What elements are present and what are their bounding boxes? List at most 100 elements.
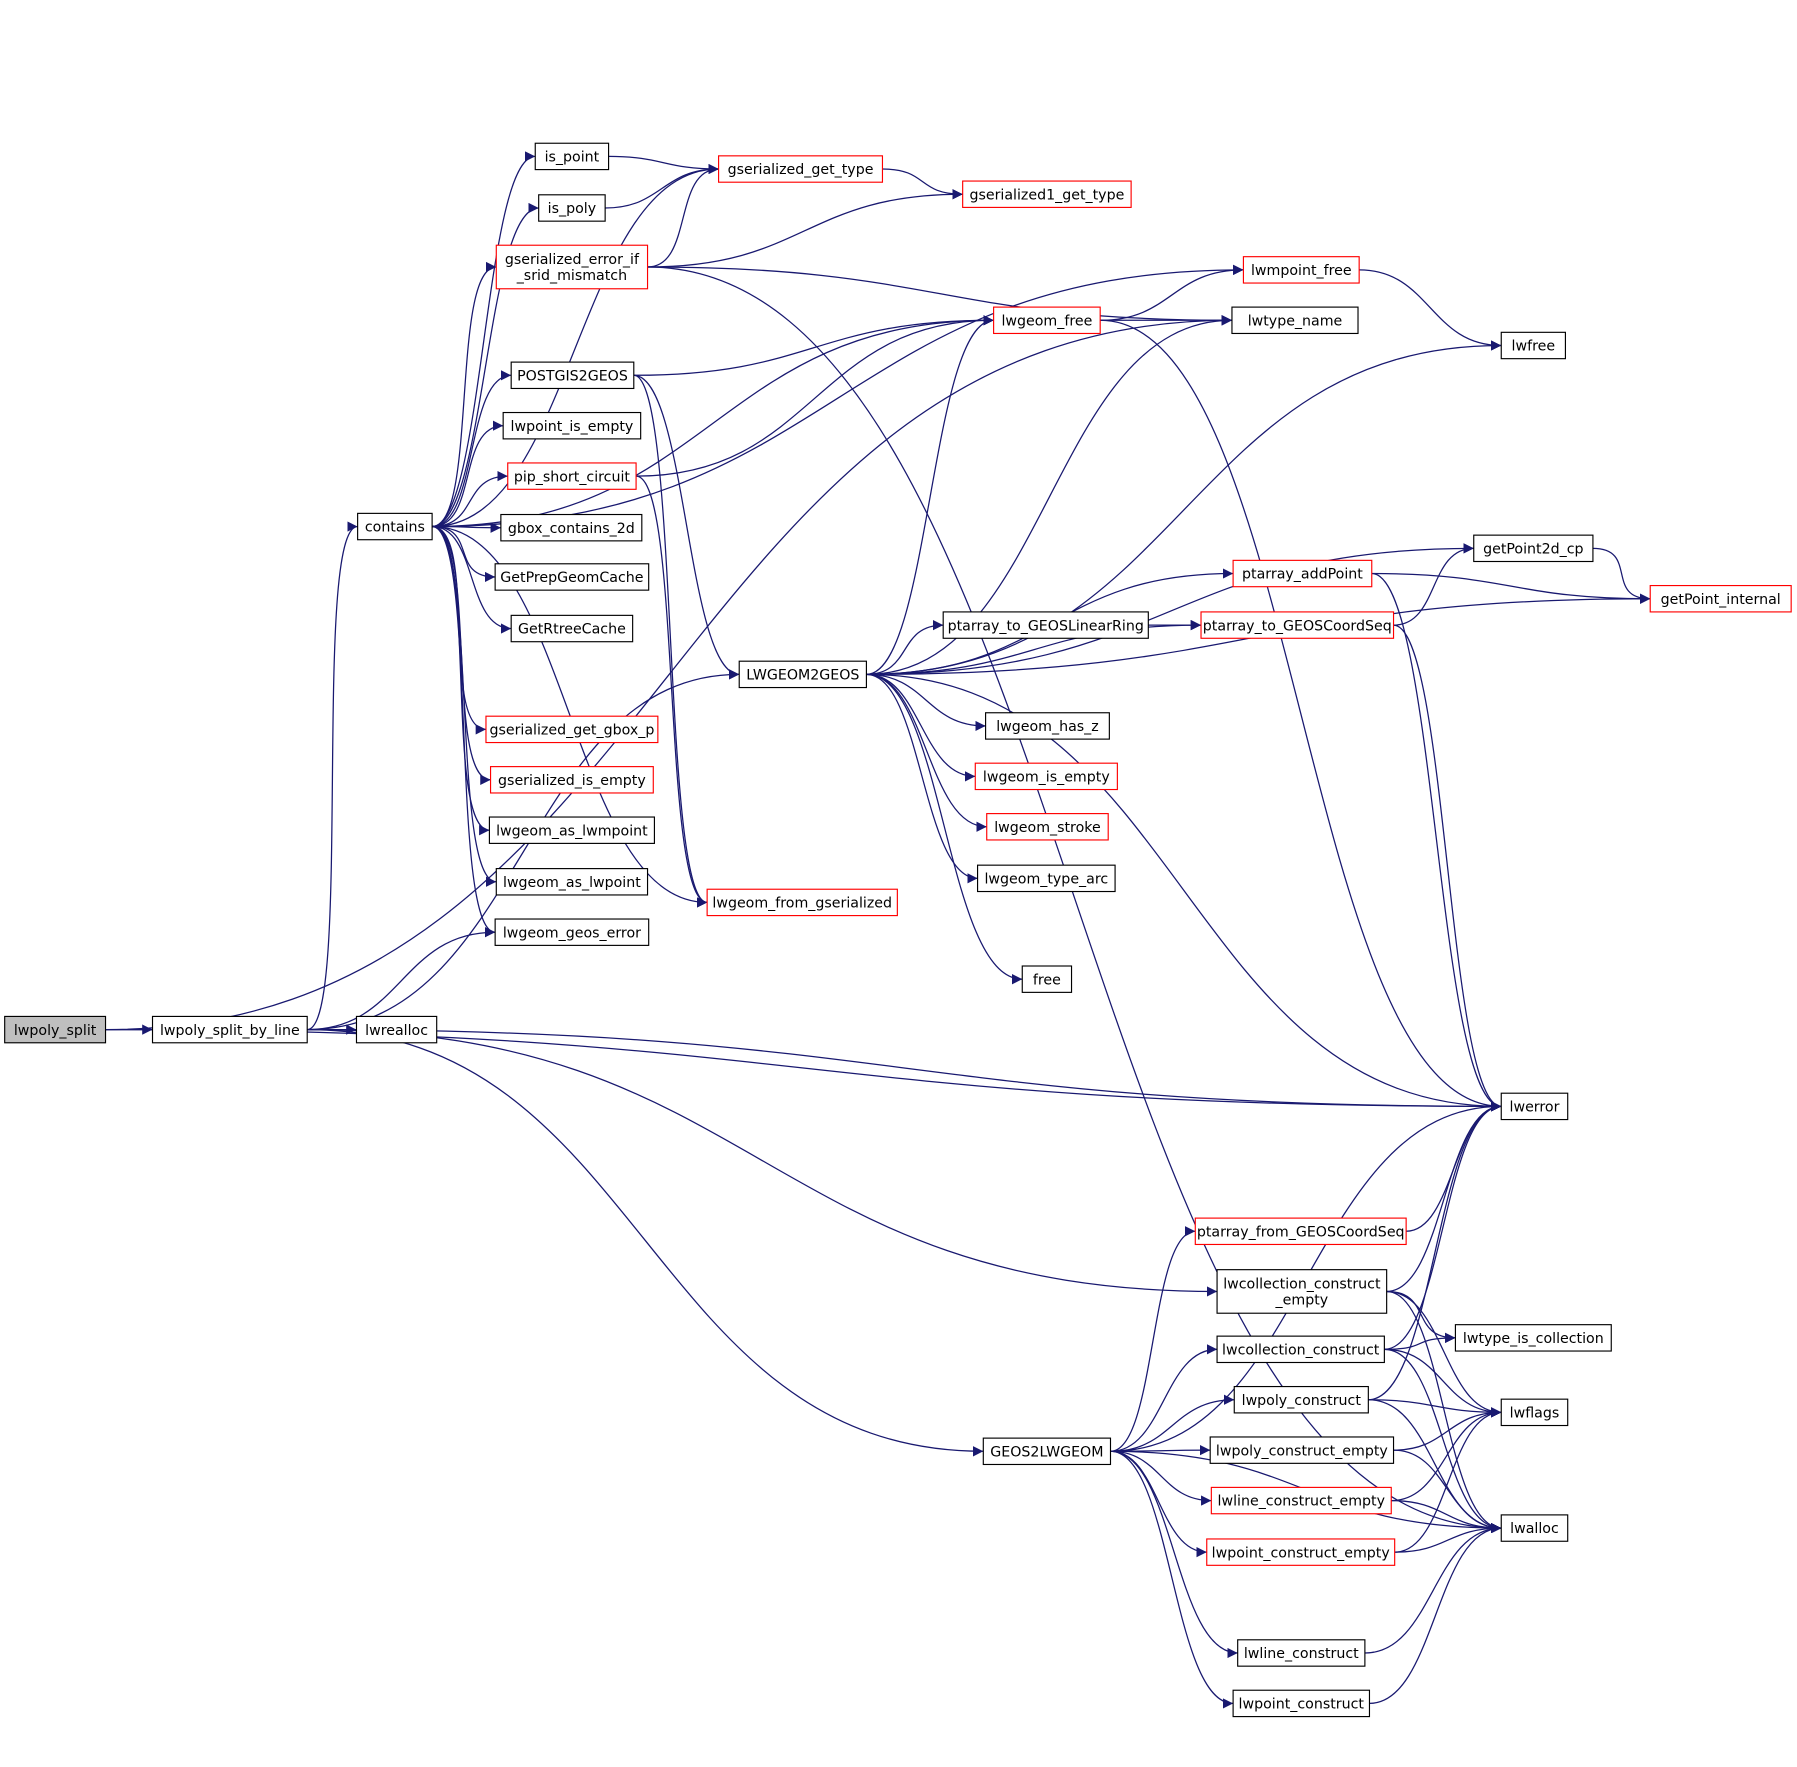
node-GetRtreeCache[interactable]: GetRtreeCache <box>510 614 634 643</box>
node-label: gserialized_get_type <box>728 162 874 178</box>
edge-lwcollection_construct_empty-to-lwalloc <box>1386 1290 1502 1534</box>
edge-lwcollection_construct-to-lwflags <box>1384 1348 1502 1418</box>
node-lwgeom_type_arc[interactable]: lwgeom_type_arc <box>976 864 1116 893</box>
node-box <box>1216 1269 1388 1314</box>
node-is_point[interactable]: is_point <box>534 142 610 171</box>
node-label: getPoint2d_cp <box>1483 541 1583 557</box>
node-lwpoly_split_by_line[interactable]: lwpoly_split_by_line <box>151 1015 308 1044</box>
node-gserialized_is_empty[interactable]: gserialized_is_empty <box>489 766 654 794</box>
node-lwcollection_construct_empty[interactable]: lwcollection_construct_empty <box>1216 1269 1388 1314</box>
node-lwgeom_as_lwpoint[interactable]: lwgeom_as_lwpoint <box>495 868 649 896</box>
edge-contains-to-GetPrepGeomCache <box>432 525 496 583</box>
node-box <box>495 244 649 290</box>
node-lwtype_is_collection[interactable]: lwtype_is_collection <box>1454 1324 1612 1352</box>
edge-LWGEOM2GEOS-to-getPoint2d_cp <box>866 543 1474 676</box>
node-lwline_construct_empty[interactable]: lwline_construct_empty <box>1210 1486 1392 1515</box>
edge-lwgeom_free-to-lwmpoint_free <box>1100 264 1244 321</box>
node-ptarray_addPoint[interactable]: ptarray_addPoint <box>1232 559 1373 588</box>
node-gserialized1_get_type[interactable]: gserialized1_get_type <box>962 180 1132 208</box>
edge-lwpoly_construct_empty-to-lwalloc <box>1393 1449 1502 1534</box>
edge-LWGEOM2GEOS-to-ptarray_to_GEOSLinearRing <box>866 619 944 676</box>
node-lwgeom_stroke[interactable]: lwgeom_stroke <box>986 813 1109 841</box>
node-label: lwgeom_stroke <box>994 820 1100 836</box>
node-lwmpoint_free[interactable]: lwmpoint_free <box>1242 256 1360 284</box>
node-contains[interactable]: contains <box>357 512 433 541</box>
node-box <box>1233 1385 1369 1414</box>
node-lwalloc[interactable]: lwalloc <box>1500 1514 1569 1542</box>
node-label: lwpoly_split_by_line <box>160 1023 300 1039</box>
node-box <box>1454 1324 1612 1352</box>
edges-layer <box>105 151 1651 1709</box>
node-lwpoly_split[interactable]: lwpoly_split <box>4 1015 107 1044</box>
node-lwcollection_construct[interactable]: lwcollection_construct <box>1216 1335 1385 1364</box>
node-label: lwtype_name <box>1248 313 1343 329</box>
node-box <box>507 462 637 490</box>
node-getPoint_internal[interactable]: getPoint_internal <box>1649 584 1792 613</box>
node-GEOS2LWGEOM[interactable]: GEOS2LWGEOM <box>982 1437 1112 1466</box>
node-gserialized_get_gbox_p[interactable]: gserialized_get_gbox_p <box>485 715 659 744</box>
node-lwflags[interactable]: lwflags <box>1500 1398 1569 1427</box>
node-lwpoint_construct[interactable]: lwpoint_construct <box>1232 1689 1371 1718</box>
node-gserialized_get_type[interactable]: gserialized_get_type <box>718 155 884 183</box>
node-label: lwrealloc <box>365 1023 428 1039</box>
node-lwpoly_construct[interactable]: lwpoly_construct <box>1233 1385 1369 1414</box>
node-label: lwgeom_is_empty <box>983 770 1110 786</box>
edge-is_point-to-gserialized_get_type <box>608 155 719 175</box>
node-box <box>942 611 1149 639</box>
edge-LWGEOM2GEOS-to-lwerror <box>866 673 1502 1112</box>
node-lwpoly_construct_empty[interactable]: lwpoly_construct_empty <box>1209 1436 1395 1464</box>
node-lwgeom_geos_error[interactable]: lwgeom_geos_error <box>494 918 650 946</box>
edge-lwline_construct-to-lwalloc <box>1364 1522 1502 1654</box>
node-box <box>489 766 654 794</box>
node-ptarray_to_GEOSLinearRing[interactable]: ptarray_to_GEOSLinearRing <box>942 611 1149 639</box>
node-box <box>1232 559 1373 588</box>
edge-contains-to-pip_short_circuit <box>432 470 508 528</box>
edge-contains-to-lwpoint_is_empty <box>432 420 504 528</box>
node-ptarray_to_GEOSCoordSeq[interactable]: ptarray_to_GEOSCoordSeq <box>1200 611 1395 639</box>
node-label: lwpoint_is_empty <box>511 419 634 435</box>
node-lwgeom_free[interactable]: lwgeom_free <box>993 306 1101 335</box>
node-label: lwtype_is_collection <box>1463 1331 1604 1347</box>
node-label: lwgeom_geos_error <box>503 925 641 941</box>
node-lwline_construct[interactable]: lwline_construct <box>1237 1639 1366 1667</box>
node-gbox_contains_2d[interactable]: gbox_contains_2d <box>500 513 643 542</box>
node-lwpoint_is_empty[interactable]: lwpoint_is_empty <box>502 411 642 440</box>
node-is_poly[interactable]: is_poly <box>538 194 606 222</box>
edge-contains-to-is_poly <box>432 202 539 528</box>
node-POSTGIS2GEOS[interactable]: POSTGIS2GEOS <box>510 361 635 390</box>
node-lwgeom_has_z[interactable]: lwgeom_has_z <box>985 712 1110 740</box>
edge-ptarray_addPoint-to-lwerror <box>1371 572 1502 1112</box>
node-label: gserialized_error_if <box>505 252 640 268</box>
node-getPoint2d_cp[interactable]: getPoint2d_cp <box>1473 534 1594 563</box>
node-lwfree[interactable]: lwfree <box>1500 331 1566 360</box>
node-box <box>985 712 1110 740</box>
node-box <box>738 660 867 689</box>
node-box <box>488 816 655 844</box>
node-ptarray_from_GEOSCoordSeq[interactable]: ptarray_from_GEOSCoordSeq <box>1194 1217 1407 1246</box>
node-lwtype_name[interactable]: lwtype_name <box>1231 306 1359 335</box>
edge-contains-to-gbox_contains_2d <box>432 522 501 533</box>
node-box <box>1242 256 1360 284</box>
node-box <box>1210 1486 1392 1515</box>
node-lwgeom_as_lwmpoint[interactable]: lwgeom_as_lwmpoint <box>488 816 655 844</box>
edge-lwpoly_construct_empty-to-lwflags <box>1393 1407 1502 1451</box>
node-lwerror[interactable]: lwerror <box>1500 1092 1569 1121</box>
node-lwrealloc[interactable]: lwrealloc <box>355 1015 438 1044</box>
node-lwpoint_construct_empty[interactable]: lwpoint_construct_empty <box>1206 1538 1396 1566</box>
edge-gserialized_get_type-to-gserialized1_get_type <box>882 168 963 200</box>
node-GetPrepGeomCache[interactable]: GetPrepGeomCache <box>494 563 650 591</box>
node-free[interactable]: free <box>1021 965 1073 993</box>
node-gserialized_error_if_srid_mismatch[interactable]: gserialized_error_if_srid_mismatch <box>495 244 649 290</box>
node-LWGEOM2GEOS[interactable]: LWGEOM2GEOS <box>738 660 867 689</box>
edge-GEOS2LWGEOM-to-lwline_construct_empty <box>1110 1450 1212 1506</box>
edge-lwpoly_split_by_line-to-lwgeom_geos_error <box>307 927 496 1031</box>
edge-GEOS2LWGEOM-to-lwcollection_construct <box>1110 1344 1218 1452</box>
node-label: lwcollection_construct <box>1223 1277 1381 1293</box>
edge-gserialized_error_if_srid_mismatch-to-gserialized1_get_type <box>647 189 963 268</box>
node-box <box>357 512 433 541</box>
node-pip_short_circuit[interactable]: pip_short_circuit <box>507 462 637 490</box>
node-label: free <box>1033 972 1061 988</box>
node-label: pip_short_circuit <box>514 469 631 485</box>
node-lwgeom_is_empty[interactable]: lwgeom_is_empty <box>974 762 1118 791</box>
node-lwgeom_from_gserialized[interactable]: lwgeom_from_gserialized <box>706 888 898 917</box>
